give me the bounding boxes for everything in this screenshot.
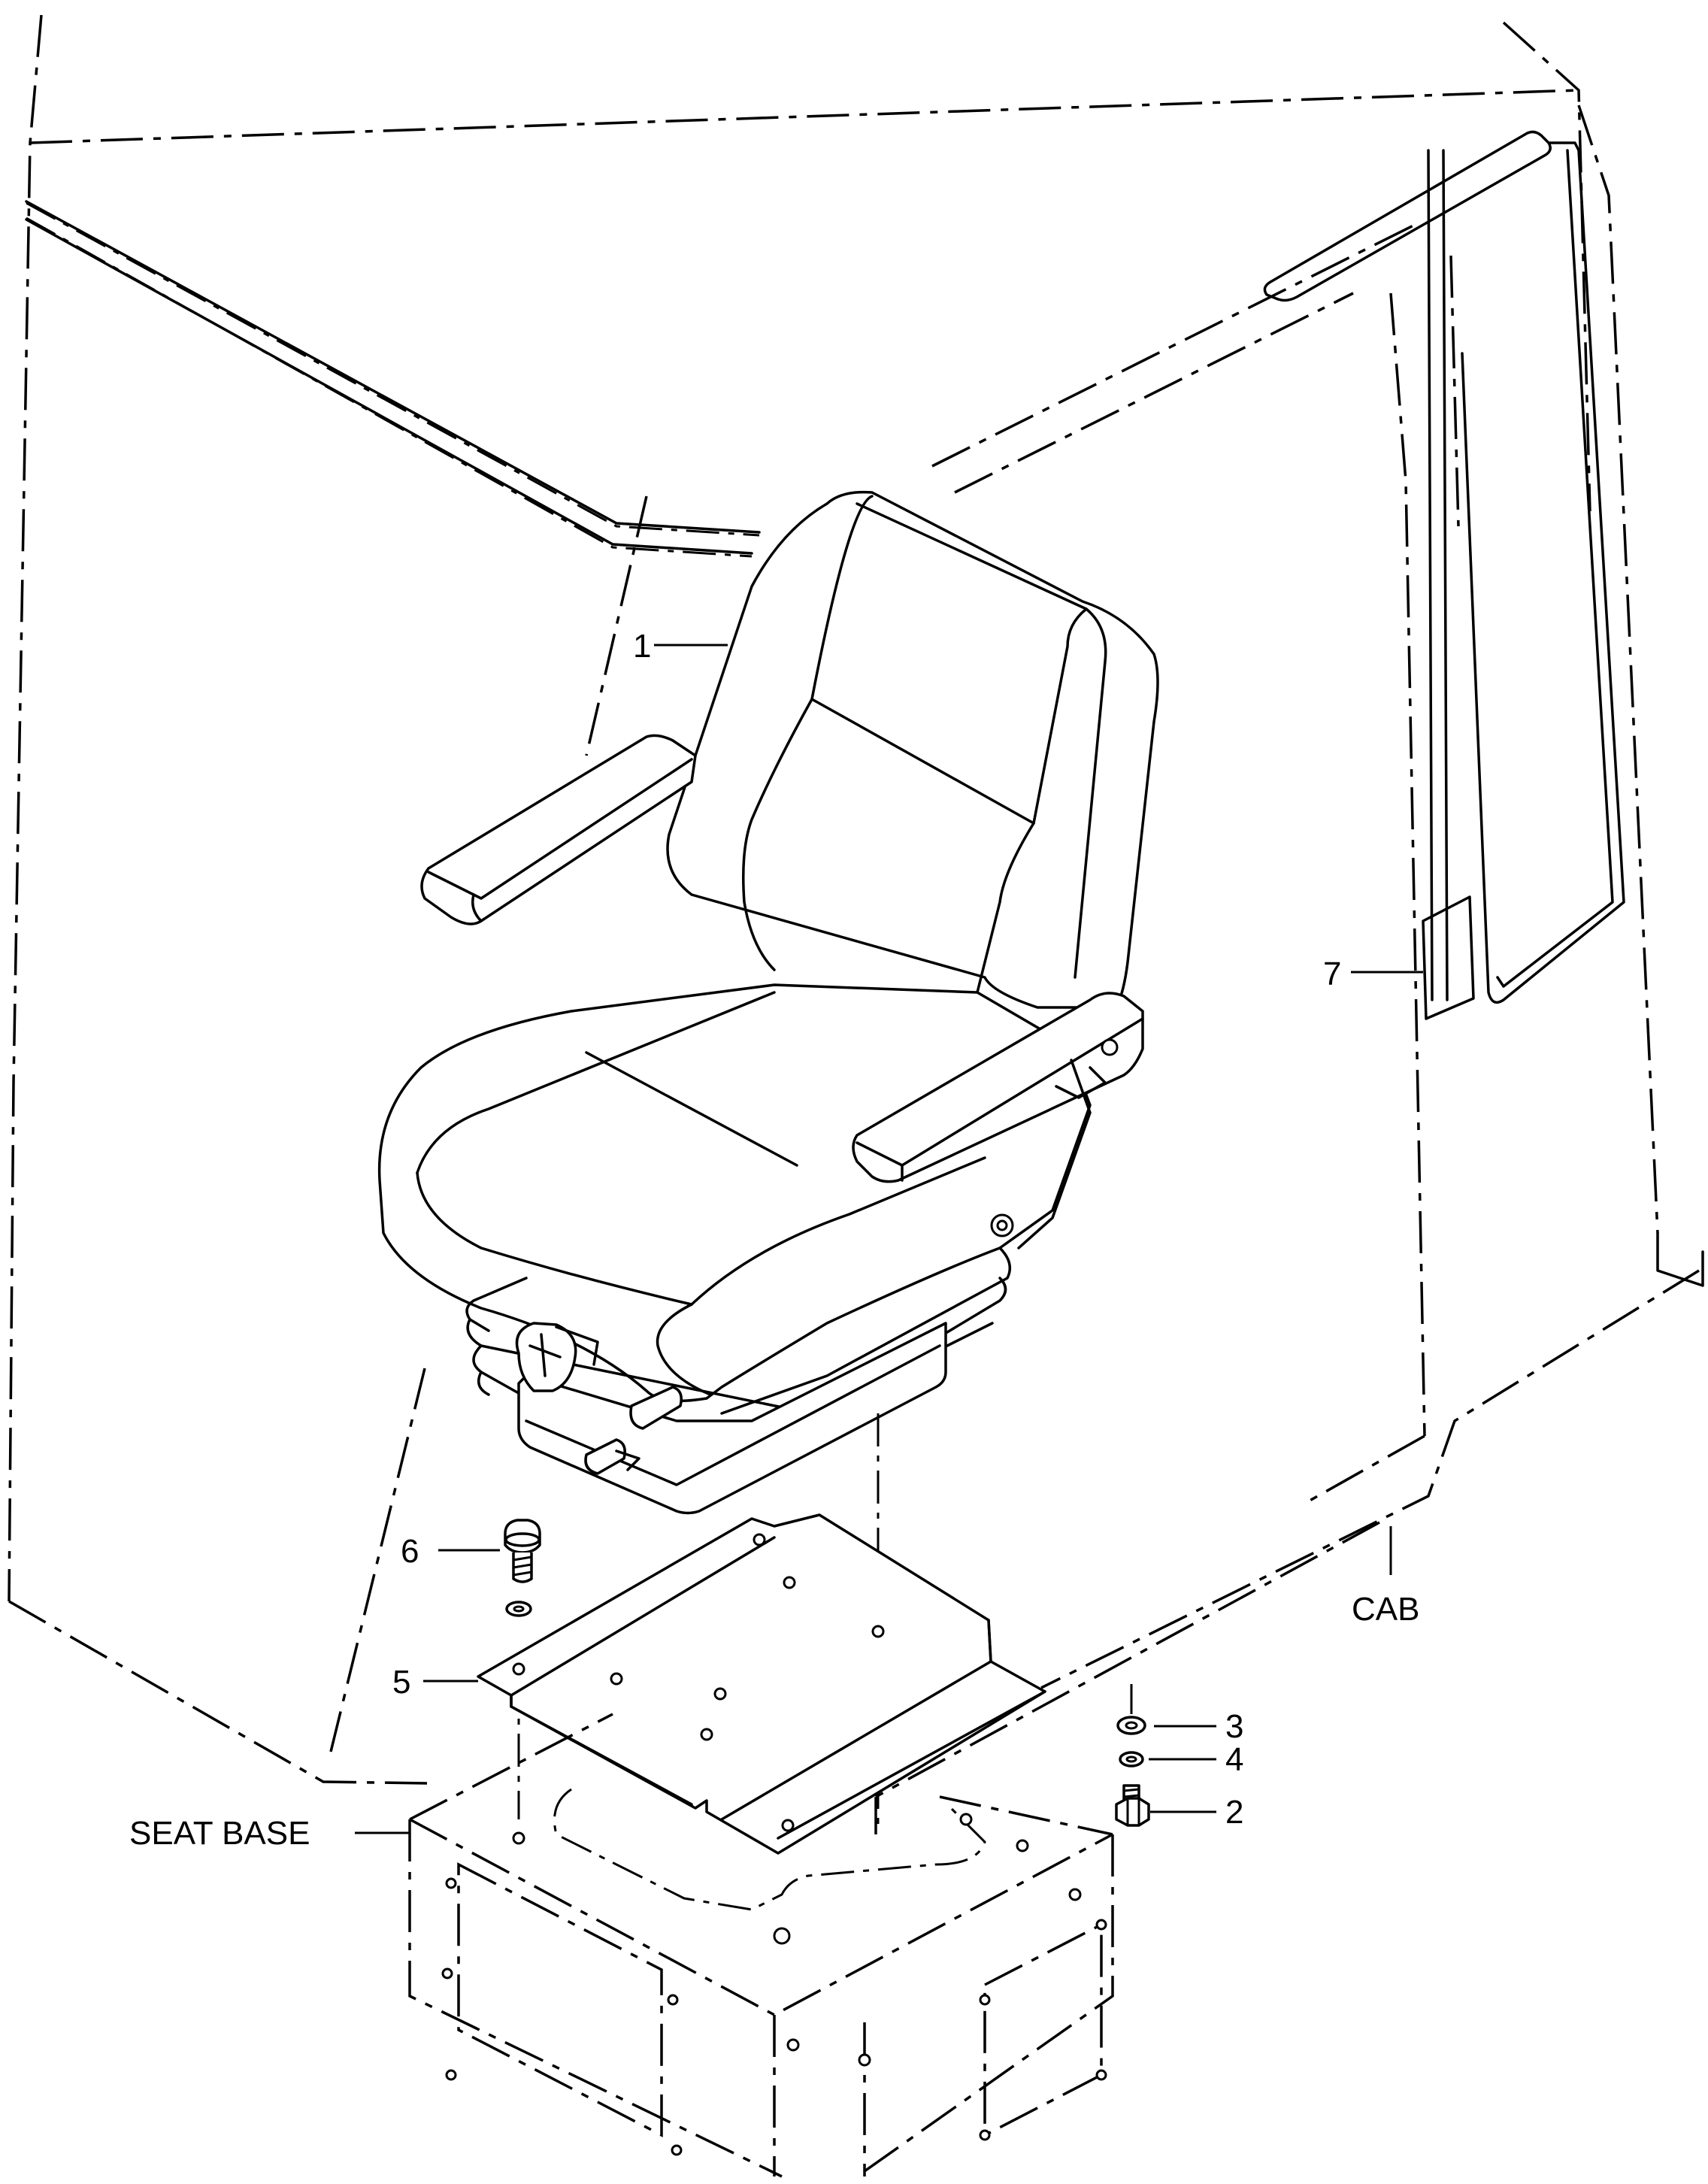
callout-3: 3 [1225, 1708, 1243, 1745]
callout-2: 2 [1225, 1794, 1243, 1831]
operator-seat [377, 490, 1159, 1515]
callout-1: 1 [633, 628, 651, 665]
callout-7: 7 [1323, 956, 1341, 992]
bolt-2 [1115, 1784, 1150, 1827]
callout-5: 5 [392, 1664, 410, 1701]
washer-3 [1116, 1716, 1146, 1735]
seat-base [408, 1713, 1114, 2178]
decal [1422, 895, 1475, 1020]
handrails [25, 130, 1625, 1004]
mounting-plate [477, 1513, 1046, 1855]
seat-base-label: SEAT BASE [129, 1815, 310, 1852]
cab-label: CAB [1352, 1591, 1419, 1628]
callout-4: 4 [1225, 1741, 1243, 1778]
cab-outline [8, 14, 1704, 1834]
bolt-assembly-6 [504, 1519, 541, 1617]
lock-washer-4 [1119, 1751, 1144, 1767]
callout-6: 6 [401, 1533, 419, 1570]
